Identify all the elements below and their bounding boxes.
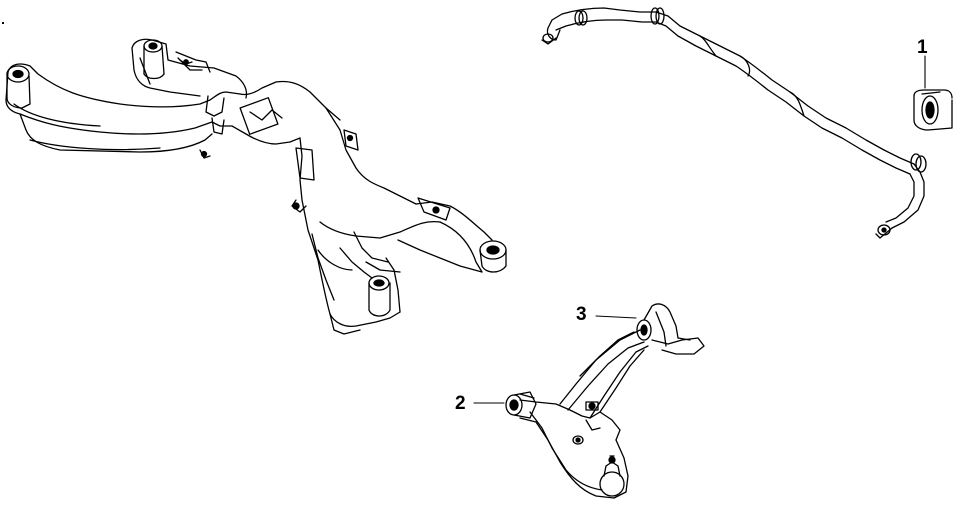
stabilizer-bar <box>541 7 927 239</box>
callout-number-2: 2 <box>455 393 466 414</box>
stabilizer-bushing <box>913 55 953 131</box>
suspension-member <box>5 38 507 335</box>
callout-number-3: 3 <box>576 304 587 325</box>
stray-dot <box>2 22 4 24</box>
lower-arm <box>473 303 705 499</box>
callout-number-1: 1 <box>917 37 928 58</box>
